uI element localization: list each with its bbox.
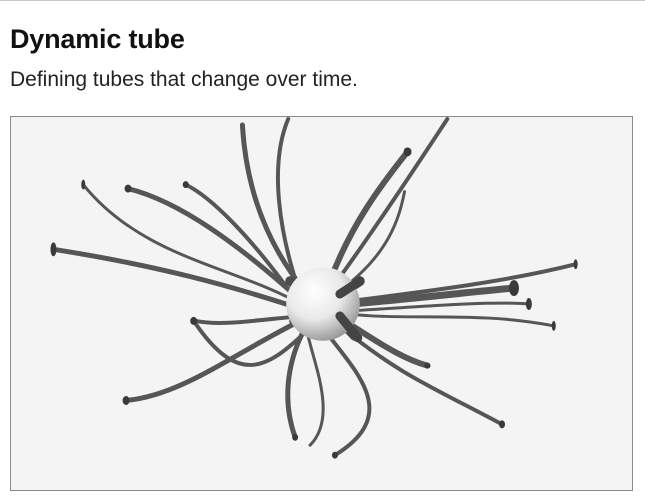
- tube-end-cap: [190, 316, 198, 325]
- tube-end-cap: [50, 242, 57, 257]
- tube: [329, 117, 450, 291]
- tube: [239, 122, 308, 294]
- tube-end-cap: [81, 179, 86, 190]
- tube: [348, 301, 531, 313]
- tube-end-cap: [573, 259, 578, 270]
- tube: [304, 324, 325, 447]
- tube: [348, 284, 518, 308]
- tube-end-cap: [499, 420, 506, 429]
- page-title: Dynamic tube: [10, 24, 185, 54]
- tube-end-cap: [182, 181, 189, 189]
- tube: [346, 312, 556, 328]
- page-subtitle: Defining tubes that change over time.: [10, 68, 358, 91]
- tube: [81, 183, 297, 303]
- tube: [341, 317, 431, 369]
- tube-end-cap: [424, 362, 431, 369]
- tube-end-cap: [122, 396, 130, 405]
- tube-end-caps: [50, 147, 578, 459]
- sphere-front-spikes: [335, 276, 365, 343]
- tube-end-cap: [292, 433, 299, 441]
- tube: [191, 318, 313, 367]
- tube: [183, 182, 296, 299]
- tube: [285, 325, 308, 440]
- tube: [347, 262, 578, 304]
- top-divider: [0, 0, 645, 1]
- tube-end-cap: [403, 147, 412, 157]
- render-viewport[interactable]: [10, 116, 633, 491]
- tube-end-cap: [525, 298, 532, 310]
- tube: [275, 117, 303, 297]
- tube: [50, 246, 295, 309]
- tube-end-cap: [124, 184, 132, 193]
- tube: [123, 318, 303, 403]
- tube: [125, 186, 301, 301]
- tube-ribbons: [50, 117, 578, 458]
- tube: [324, 148, 411, 290]
- tube-end-cap: [551, 320, 556, 331]
- tube: [337, 323, 505, 427]
- dynamic-tube-scene[interactable]: [11, 117, 632, 490]
- tube: [193, 313, 305, 325]
- tube-end-cap: [508, 280, 519, 297]
- tube: [322, 328, 372, 458]
- tube-end-cap: [331, 451, 338, 459]
